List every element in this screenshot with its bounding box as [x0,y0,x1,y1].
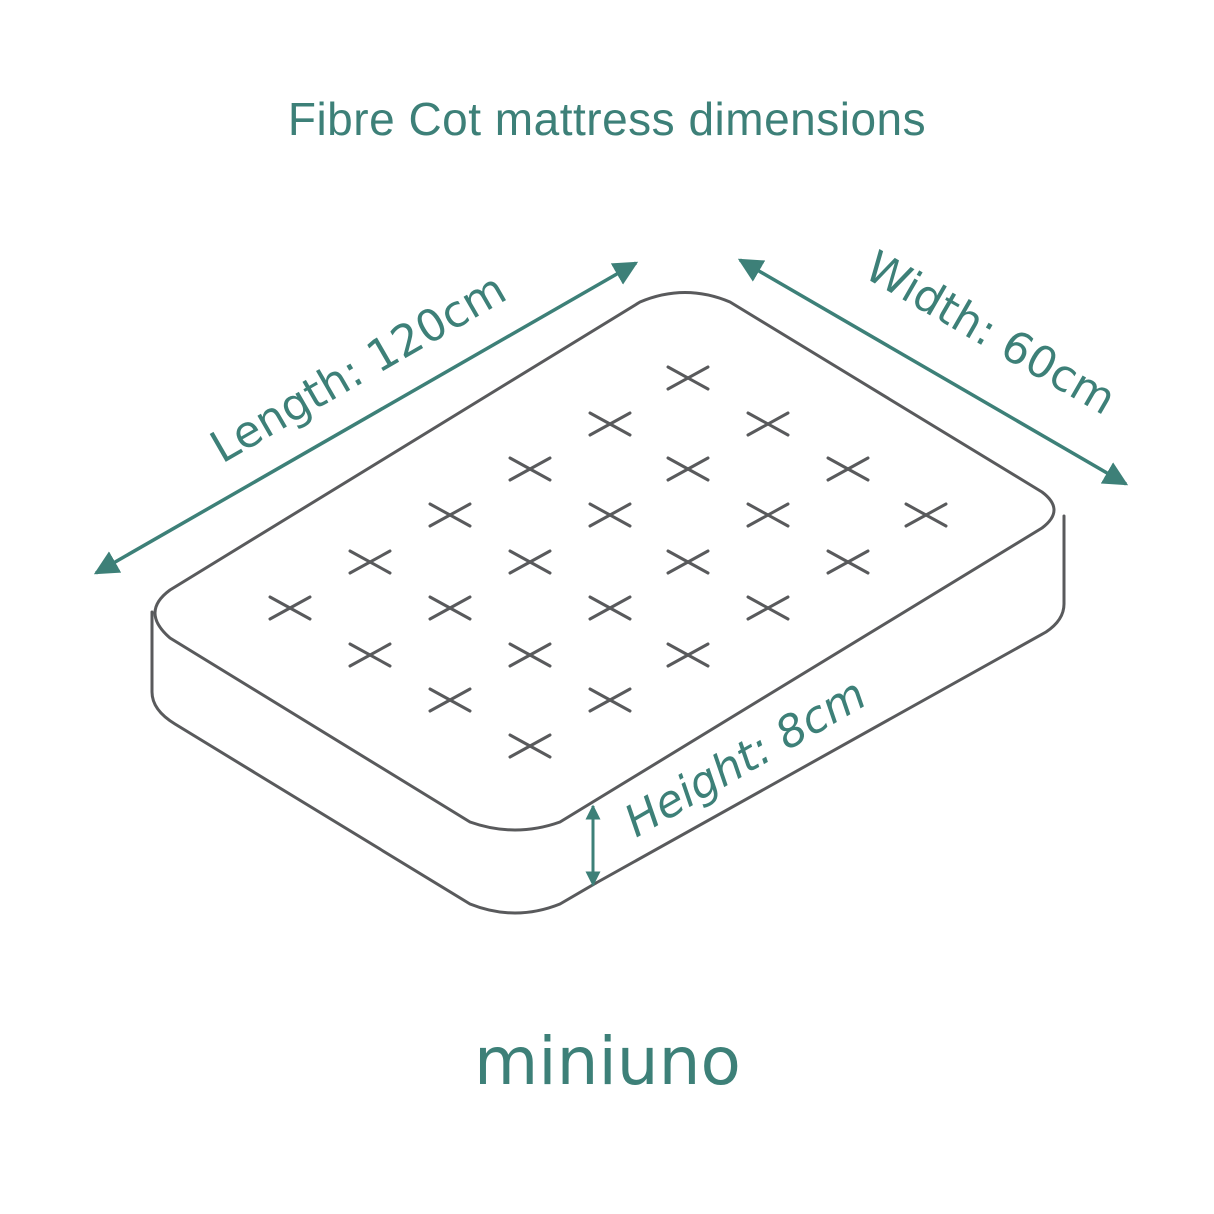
quilting-cross [746,502,790,528]
quilting-cross [268,595,312,621]
quilting-cross [588,502,632,528]
quilting-cross [588,595,632,621]
width-arrow [737,258,1129,486]
brand-wordmark: miniuno [474,1023,741,1100]
quilting-cross [348,642,392,668]
length-arrow [93,261,639,575]
length-label: Length: 120cm [202,264,515,474]
height-label: Height: 8cm [616,669,875,848]
quilting-cross [904,502,948,528]
quilting-cross [826,456,870,482]
quilting-cross [666,456,710,482]
quilting-cross [508,456,552,482]
quilting-cross [508,549,552,575]
quilting-cross [588,411,632,437]
quilting-cross [428,502,472,528]
quilting-cross [746,411,790,437]
quilting-cross [826,549,870,575]
quilting-cross [588,687,632,713]
quilting-cross [508,642,552,668]
brand-mark-icon [714,1060,730,1076]
quilting-cross [348,549,392,575]
quilting-cross [428,687,472,713]
mattress-outline [150,291,1066,915]
mattress-right-side [594,514,1066,885]
width-label: Width: 60cm [857,241,1125,425]
brand-logo: miniuno [474,1023,741,1100]
quilting-cross [428,595,472,621]
mattress-top-surface [153,291,1056,832]
quilting-cross [746,595,790,621]
quilting-cross [666,549,710,575]
quilting-cross [508,733,552,759]
quilting-cross [666,642,710,668]
quilting-cross [666,365,710,391]
mattress-front-side [150,610,598,915]
page-title: Fibre Cot mattress dimensions [287,93,927,145]
